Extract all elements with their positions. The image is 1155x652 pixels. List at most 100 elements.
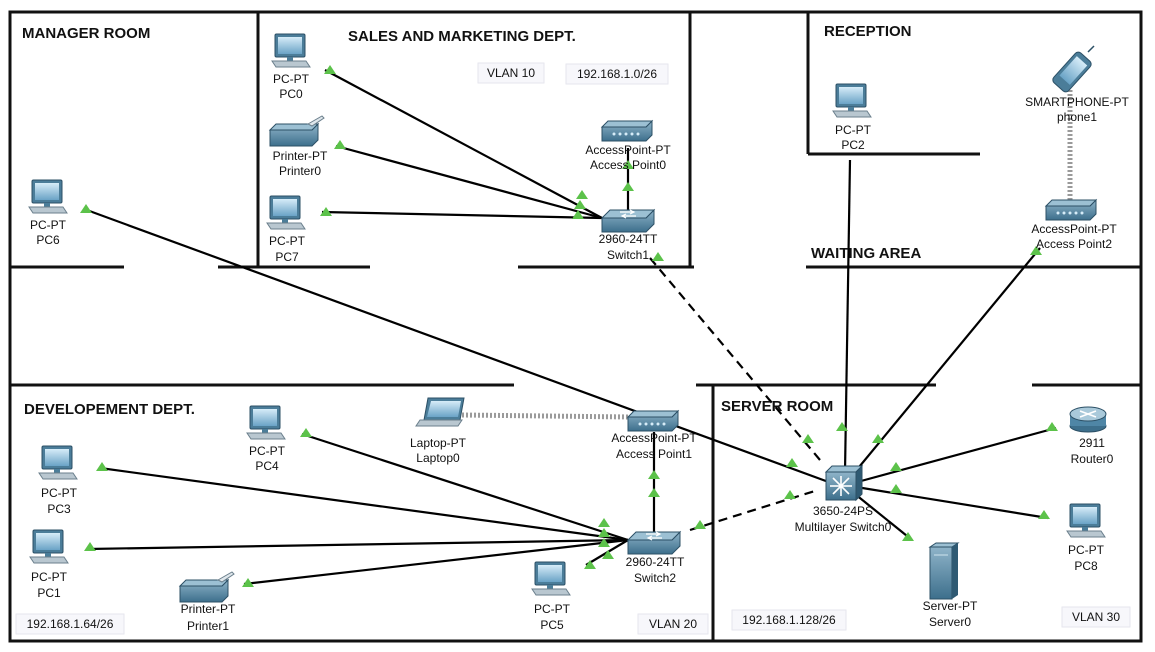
port-light <box>652 252 664 261</box>
port-light <box>572 210 584 219</box>
device-access-point1[interactable]: AccessPoint-PT Access Point1 <box>611 410 697 461</box>
access-point-icon <box>627 410 679 432</box>
device-type: PC-PT <box>249 444 286 458</box>
port-light <box>1038 510 1050 519</box>
smartphone-icon <box>1050 45 1095 95</box>
port-light <box>300 428 312 437</box>
link-printer0-switch1[interactable] <box>335 144 603 220</box>
device-type: AccessPoint-PT <box>611 431 697 445</box>
network-notes: VLAN 10 192.168.1.0/26 192.168.1.64/26 V… <box>15 62 1131 635</box>
note-box <box>565 63 669 85</box>
note-subnet-server: 192.168.1.128/26 <box>742 613 836 627</box>
note-vlan10: VLAN 10 <box>487 66 535 80</box>
note-subnet-sales: 192.168.1.0/26 <box>577 67 657 81</box>
port-light <box>622 160 634 169</box>
device-laptop0[interactable]: Laptop-PT Laptop0 <box>410 397 467 465</box>
port-light <box>324 65 336 74</box>
device-pc7[interactable]: PC-PT PC7 <box>266 195 306 264</box>
device-router0[interactable]: 2911 Router0 <box>1069 406 1114 466</box>
link-pc7-switch1[interactable] <box>321 210 603 220</box>
links <box>83 69 1057 586</box>
wireless-laptop0-ap1 <box>461 412 631 420</box>
device-name: Server0 <box>929 615 971 629</box>
access-point-icon <box>601 120 653 142</box>
device-name: Laptop0 <box>416 451 460 465</box>
link-pc2-mls0[interactable] <box>843 159 852 473</box>
link-router0-mls0[interactable] <box>849 426 1057 486</box>
port-light <box>574 200 586 209</box>
device-phone1[interactable]: SMARTPHONE-PT phone1 <box>1025 45 1130 124</box>
device-switch1[interactable]: 2960-24TT Switch1 <box>599 209 658 262</box>
device-type: PC-PT <box>273 72 310 86</box>
device-name: Access Point2 <box>1036 237 1112 251</box>
room-title-waiting: WAITING AREA <box>811 245 921 262</box>
port-light <box>242 578 254 587</box>
device-name: Switch2 <box>634 571 676 585</box>
link-printer1-switch2[interactable] <box>243 538 629 586</box>
device-access-point2[interactable]: AccessPoint-PT Access Point2 <box>1031 199 1117 251</box>
link-pc6-mls0[interactable] <box>83 207 835 486</box>
device-name: PC8 <box>1074 559 1098 573</box>
device-pc1[interactable]: PC-PT PC1 <box>29 529 69 600</box>
link-pc8-mls0[interactable] <box>849 484 1049 520</box>
port-light <box>96 462 108 471</box>
device-pc2[interactable]: PC-PT PC2 <box>832 83 872 152</box>
device-access-point0[interactable]: AccessPoint-PT Access Point0 <box>585 120 671 172</box>
note-box <box>731 609 847 631</box>
port-light <box>786 458 798 467</box>
device-name: Printer0 <box>279 164 321 178</box>
link-pc1-switch2[interactable] <box>87 538 629 551</box>
printer-icon <box>269 115 325 147</box>
laptop-icon <box>415 397 465 427</box>
printer-icon <box>179 571 235 603</box>
device-type: AccessPoint-PT <box>1031 222 1117 236</box>
device-type: Server-PT <box>923 599 978 613</box>
port-status-lights <box>80 65 1058 587</box>
link-switch2-mls0-trunk[interactable] <box>689 488 819 532</box>
multilayer-switch-icon <box>825 465 863 501</box>
port-light <box>334 140 346 149</box>
device-name: PC1 <box>37 586 61 600</box>
port-light <box>872 434 884 443</box>
device-name: PC6 <box>36 233 60 247</box>
device-type: 2960-24TT <box>626 555 685 569</box>
device-pc4[interactable]: PC-PT PC4 <box>246 405 286 473</box>
room-title-sales: SALES AND MARKETING DEPT. <box>348 28 576 45</box>
device-server0[interactable]: Server-PT Server0 <box>923 542 978 629</box>
link-pc3-switch2[interactable] <box>99 466 629 542</box>
port-light <box>80 204 92 213</box>
device-name: Switch1 <box>607 248 649 262</box>
device-name: Access Point0 <box>590 158 666 172</box>
link-server0-mls0[interactable] <box>849 489 913 541</box>
device-switch2[interactable]: 2960-24TT Switch2 <box>626 531 685 585</box>
device-name: phone1 <box>1057 110 1097 124</box>
outer-wall <box>8 10 1143 643</box>
device-pc0[interactable]: PC-PT PC0 <box>271 33 311 101</box>
link-ap2-mls0[interactable] <box>849 247 1041 479</box>
device-pc5[interactable]: PC-PT PC5 <box>531 561 571 632</box>
port-light <box>576 190 588 199</box>
note-vlan30: VLAN 30 <box>1072 610 1120 624</box>
pc-icon <box>246 405 286 440</box>
device-name: PC3 <box>47 502 71 516</box>
link-pc4-switch2[interactable] <box>301 432 629 542</box>
port-light <box>84 542 96 551</box>
link-switch1-mls0-trunk[interactable] <box>649 257 821 461</box>
device-multilayer-switch0[interactable]: 3650-24PS Multilayer Switch0 <box>795 465 892 534</box>
pc-icon <box>28 179 68 214</box>
port-light <box>598 538 610 547</box>
device-type: PC-PT <box>269 234 306 248</box>
device-printer0[interactable]: Printer-PT Printer0 <box>269 115 328 178</box>
device-pc8[interactable]: PC-PT PC8 <box>1066 503 1106 573</box>
device-type: 3650-24PS <box>813 504 873 518</box>
device-printer1[interactable]: Printer-PT Printer1 <box>179 571 236 633</box>
note-vlan20: VLAN 20 <box>649 617 697 631</box>
room-title-development: DEVELOPEMENT DEPT. <box>24 401 195 418</box>
pc-icon <box>832 83 872 118</box>
device-pc3[interactable]: PC-PT PC3 <box>38 445 78 516</box>
link-pc0-switch1[interactable] <box>324 69 603 219</box>
server-icon <box>929 542 959 600</box>
device-pc6[interactable]: PC-PT PC6 <box>28 179 68 247</box>
